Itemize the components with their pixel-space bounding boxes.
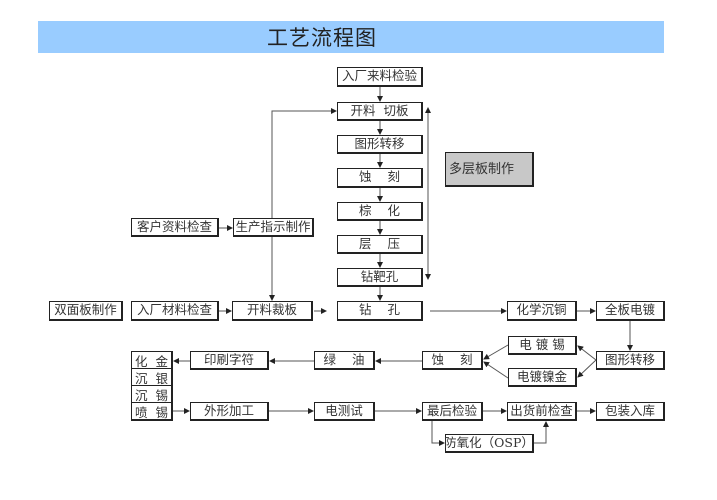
nickel-gold-plating-box: 电镀镍金 (508, 368, 577, 387)
double-sided-label-box: 双面板制作 (49, 301, 123, 321)
target-drilling-box: 钻靶孔 (337, 268, 423, 287)
arrow-osp-to-pre-shipment (534, 421, 549, 444)
legend-printing-box: 印刷字符 (190, 351, 269, 370)
arrow-tin-to-etching (483, 344, 509, 360)
surface-finish-enig: 化 金 (132, 352, 171, 369)
arrow-pattern-to-tin (577, 345, 597, 361)
surface-finish-stack: 化 金 沉 银 沉 锡 喷 锡 (131, 351, 173, 421)
surface-finish-hasl: 喷 锡 (135, 405, 168, 420)
cutting-box: 开料裁板 (232, 301, 313, 321)
electrical-test-box: 电测试 (314, 402, 375, 421)
profiling-box: 外形加工 (190, 402, 269, 421)
cutting-board-box: 开料 切板 (337, 102, 423, 121)
inner-etching-box: 蚀 刻 (337, 168, 423, 188)
electroless-copper-box: 化学沉铜 (507, 301, 577, 321)
surface-finish-immersion-tin: 沉 锡 (132, 386, 171, 403)
arrow-instruction-to-cutting-board (271, 108, 337, 218)
outer-pattern-transfer-box: 图形转移 (596, 351, 665, 370)
pre-shipment-check-box: 出货前检查 (507, 402, 577, 421)
outer-etching-box: 蚀 刻 (422, 351, 483, 370)
solder-mask-box: 绿 油 (314, 351, 375, 370)
panel-plating-box: 全板电镀 (596, 301, 665, 321)
tin-plating-box: 电 镀 锡 (508, 336, 577, 355)
osp-box: 防氧化（OSP） (444, 434, 534, 453)
material-check-box: 入厂材料检查 (131, 301, 219, 321)
customer-data-check-box: 客户资料检查 (131, 218, 219, 237)
packaging-box: 包装入库 (596, 402, 665, 421)
multilayer-label-box: 多层板制作 (445, 152, 534, 187)
surface-finish-immersion-silver: 沉 银 (132, 369, 171, 386)
arrow-pattern-to-nickel-gold (577, 359, 597, 378)
browning-box: 棕 化 (337, 202, 423, 221)
lamination-box: 层 压 (337, 235, 423, 254)
arrow-nickel-gold-to-etching (483, 361, 509, 379)
incoming-material-inspection-box: 入厂来料检验 (337, 67, 423, 87)
title-bar: 工艺流程图 (38, 21, 664, 53)
production-instruction-box: 生产指示制作 (233, 218, 314, 237)
inner-pattern-transfer-box: 图形转移 (337, 135, 423, 154)
arrow-final-inspection-to-osp (431, 421, 445, 446)
final-inspection-box: 最后检验 (422, 402, 483, 421)
drilling-box: 钻 孔 (337, 301, 423, 321)
diagram-title: 工艺流程图 (267, 26, 377, 50)
